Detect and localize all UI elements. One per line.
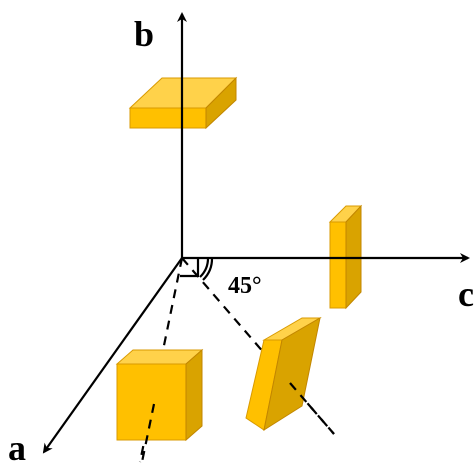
c-plate-front-face xyxy=(329,221,347,309)
dashed-line-a-cube-segment xyxy=(140,403,156,463)
angle-label: 45° xyxy=(228,273,262,299)
a-axis-line xyxy=(42,257,183,454)
b-plate-side-face xyxy=(205,76,237,130)
a-axis-label: a xyxy=(8,428,26,465)
a-cube-side-face xyxy=(185,348,203,442)
dashed-line-tilted-segment xyxy=(289,382,335,435)
tilted-45-plate xyxy=(245,317,322,432)
b-axis-label: b xyxy=(134,14,154,54)
tilted-plate-side-face xyxy=(263,317,321,432)
b-plate-front-face xyxy=(129,107,207,129)
angle-arc xyxy=(199,257,210,278)
c-axis-label: c xyxy=(458,274,474,314)
dashed-line-45-direction xyxy=(181,257,335,435)
angle-arc-outer xyxy=(202,257,214,281)
a-axis-cube xyxy=(115,348,204,442)
right-angle-marker xyxy=(180,258,200,278)
a-cube-front-face xyxy=(116,363,187,441)
